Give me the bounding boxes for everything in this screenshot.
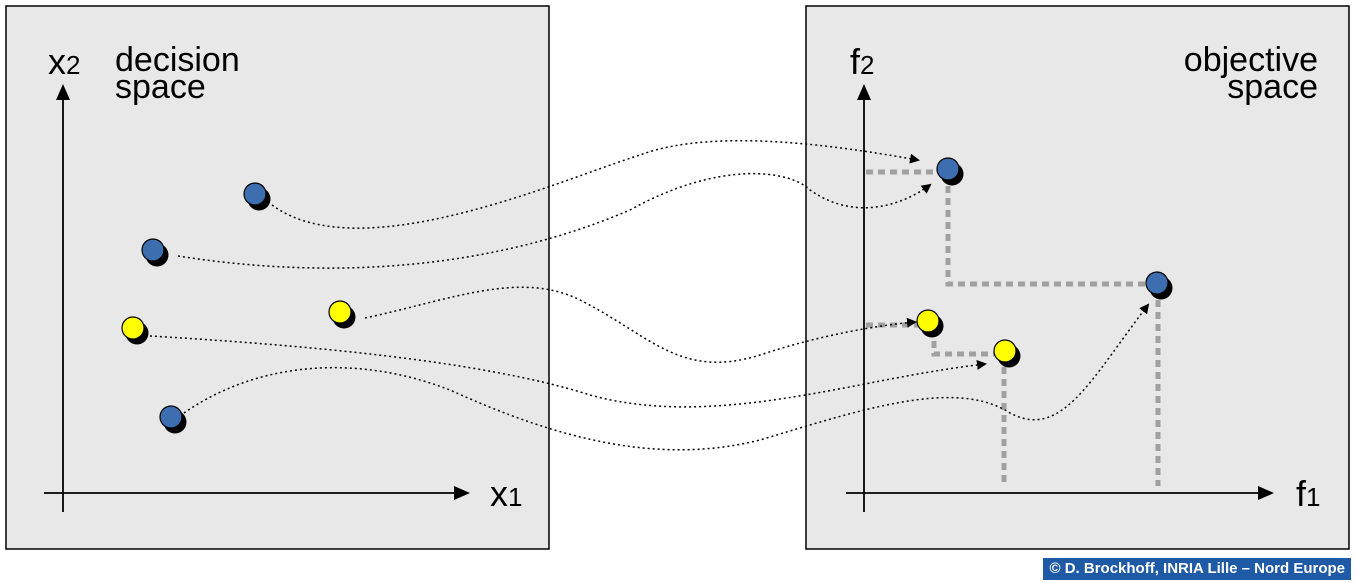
x1-axis-arrow: [454, 486, 470, 500]
objective-point-blue: [936, 157, 964, 186]
mapping-arrows: [149, 139, 1150, 451]
x2-axis-arrow: [56, 84, 70, 100]
decision-space-panel: x2 x1 decision space: [5, 5, 550, 550]
upper-attainment-line: [866, 169, 1161, 486]
f2-axis-label: f2: [850, 41, 874, 82]
copyright-credit: © D. Brockhoff, INRIA Lille – Nord Europ…: [1043, 558, 1351, 580]
mapping-arrow-3: [364, 286, 917, 363]
dominance-lines: [866, 169, 1161, 486]
decision-title-line1: decision: [115, 41, 240, 79]
mapping-arrow-1: [271, 139, 920, 229]
f1-axis-label: f1: [1296, 473, 1320, 514]
f2-axis-arrow: [857, 84, 871, 100]
mapping-arrow-2: [177, 172, 932, 269]
decision-point-blue: [243, 182, 271, 211]
objective-space-panel: f2 f1 objective space: [805, 5, 1350, 550]
decision-point-yellow: [328, 300, 356, 329]
objective-point-blue: [1145, 271, 1173, 300]
decision-point-yellow: [121, 316, 149, 345]
objective-points: [916, 157, 1173, 368]
decision-title-line2: space: [115, 68, 206, 106]
f1-axis-arrow: [1258, 486, 1274, 500]
x2-axis-label: x2: [48, 41, 80, 82]
objective-title-line1: objective: [1184, 41, 1318, 79]
lower-attainment-line: [866, 322, 1007, 486]
decision-points: [121, 182, 356, 434]
objective-title-line2: space: [1227, 68, 1318, 106]
decision-panel-frame: [5, 5, 550, 550]
objective-point-yellow: [916, 309, 944, 338]
decision-point-blue: [159, 405, 187, 434]
x1-axis-label: x1: [490, 473, 522, 514]
decision-point-blue: [141, 238, 169, 267]
objective-panel-frame: [805, 5, 1350, 550]
objective-point-yellow: [993, 339, 1021, 368]
